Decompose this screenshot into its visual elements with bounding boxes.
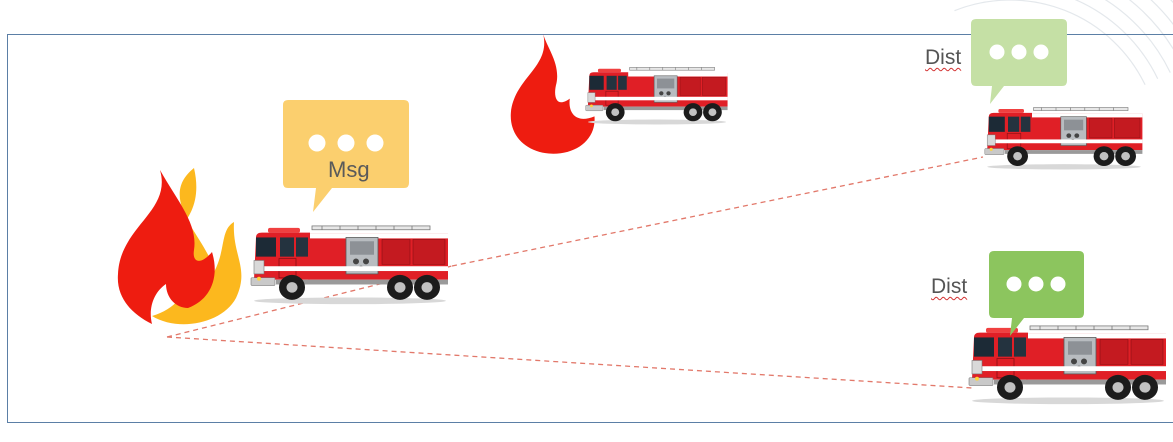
watermark-arc: [1074, 0, 1159, 79]
fire-truck-icon: [250, 225, 449, 305]
dashed-line-to-lower-right-truck: [166, 336, 973, 389]
fire-truck-icon: [984, 107, 1143, 170]
fire-truck-icon: [585, 67, 728, 125]
speech-bubble-icon: [971, 19, 1067, 104]
distance-label-lower: Dist: [931, 275, 968, 298]
watermark-arc: [1104, 0, 1171, 73]
distance-label-upper: Dist: [925, 46, 962, 69]
watermark-arc: [954, 0, 1146, 86]
fire-icon: [510, 34, 595, 154]
watermark-arcs: [954, 0, 1173, 86]
speech-bubble-icon: [989, 251, 1084, 336]
fire-icon: [117, 168, 242, 325]
fire-truck-icon: [968, 325, 1167, 405]
dashed-line-to-upper-right-truck: [451, 156, 984, 267]
message-label: Msg: [328, 157, 370, 182]
watermark-arc: [1150, 0, 1173, 26]
speech-bubble-icon: [283, 100, 409, 212]
diagram-frame: [7, 34, 1173, 423]
watermark-arc: [1128, 0, 1173, 50]
